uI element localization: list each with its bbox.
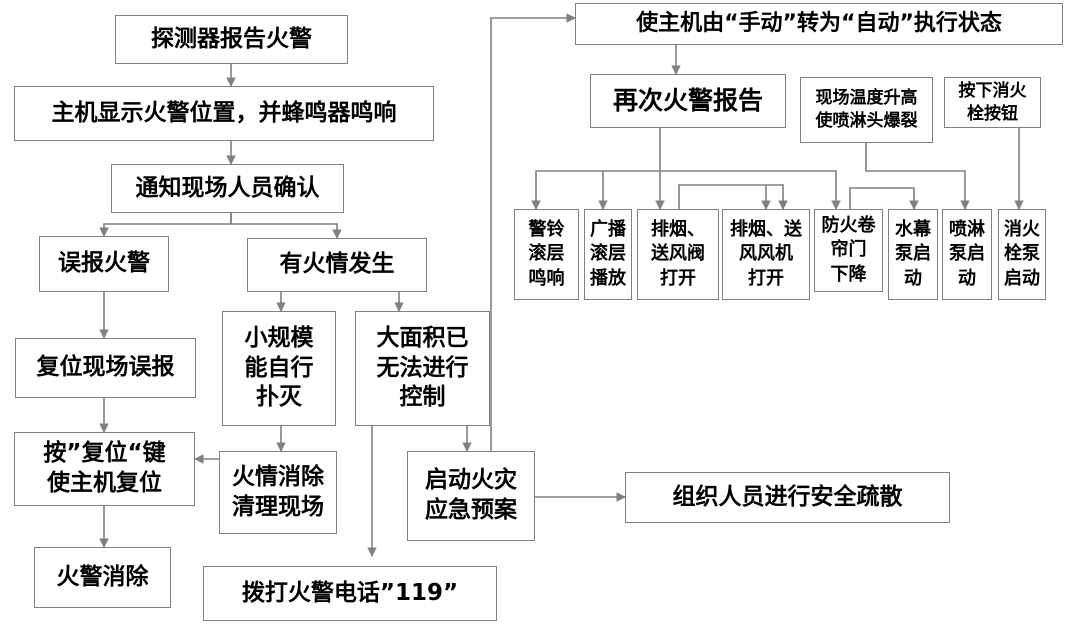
node-alarm-cleared: 火警消除: [34, 547, 171, 608]
node-fire-cleared: 火情消除 清理现场: [219, 451, 337, 534]
node-temp-rise: 现场温度升高 使喷淋头爆裂: [800, 77, 933, 143]
node-host-auto: 使主机由“手动”转为“自动”执行状态: [575, 3, 1063, 45]
node-hydrant-pump: 消火 栓泵 启动: [998, 209, 1046, 300]
arrow-plan-to-host-auto: [490, 13, 576, 451]
node-host-display: 主机显示火警位置，并蜂鸣器鸣响: [14, 86, 434, 141]
node-smoke-damper-open: 排烟、 送风阀 打开: [637, 209, 719, 300]
node-large-fire: 大面积已 无法进行 控制: [355, 311, 490, 426]
node-bell-rings: 警铃 滚层 鸣响: [514, 209, 579, 300]
node-shutter-down: 防火卷 帘门 下降: [814, 209, 883, 292]
node-notify-confirm: 通知现场人员确认: [111, 164, 344, 213]
node-smoke-fan-open: 排烟、送 风风机 打开: [722, 209, 810, 300]
node-press-hydrant-button: 按下消火 栓按钮: [944, 77, 1041, 128]
node-small-fire: 小规模 能自行 扑灭: [222, 311, 336, 426]
arrow-temp-to-sprinkler: [865, 143, 970, 210]
bracket-shutter-pump: [849, 187, 919, 210]
node-start-plan: 启动火灾 应急预案: [407, 451, 535, 541]
node-organize-evacuation: 组织人员进行安全疏散: [625, 472, 950, 523]
node-press-reset: 按”复位“键 使主机复位: [14, 432, 195, 506]
bus-second-report: [531, 128, 661, 210]
node-fire-occurs: 有火情发生: [247, 238, 427, 292]
arrow-notify-to-false-alarm: [99, 213, 232, 237]
node-sprinkler-pump: 喷淋 泵启 动: [942, 209, 992, 300]
node-second-report: 再次火警报告: [590, 74, 786, 128]
node-reset-false-alarm: 复位现场误报: [15, 338, 196, 398]
node-curtain-pump: 水幕 泵启 动: [888, 209, 938, 300]
node-detector-report: 探测器报告火警: [115, 15, 348, 64]
bracket-smoke: [678, 184, 788, 210]
node-broadcast: 广播 滚层 播放: [584, 209, 632, 300]
node-dial-119: 拨打火警电话”119”: [203, 566, 497, 621]
arrow-notify-to-fire-occurs: [230, 213, 342, 239]
node-false-alarm: 误报火警: [39, 236, 169, 292]
